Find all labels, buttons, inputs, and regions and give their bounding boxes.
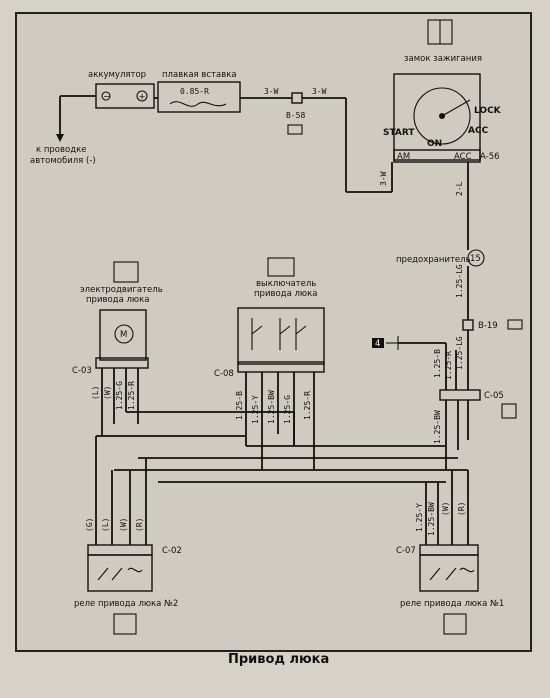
motor-label-1: электродвигатель — [80, 285, 163, 295]
ignition-lock-label: LOCK — [474, 106, 502, 116]
connector-c08-label: C-08 — [214, 369, 234, 379]
ground-4-badge — [372, 338, 384, 348]
connector-b19-label: B-19 — [478, 321, 498, 331]
wire-label-relay2-g: (G) — [85, 518, 94, 532]
connector-a56-body — [393, 149, 481, 163]
fuse-link-label: плавкая вставка — [162, 70, 237, 80]
battery-minus-sign: − — [103, 92, 110, 102]
wire-label-125lg-b: 1.25-LG — [455, 336, 464, 370]
wire-label-relay2-r: (R) — [135, 518, 144, 532]
wire-label-motor-125r: 1.25-R — [127, 381, 136, 410]
wire-label-125lg-a: 1.25-LG — [455, 264, 464, 298]
wire-label-3w-a: 3-W — [264, 87, 279, 96]
ignition-switch-box — [393, 73, 481, 161]
ignition-am-label: AM — [397, 152, 410, 162]
wire-label-125r-right: 1.25-R — [444, 351, 453, 380]
wire-label-2l: 2-L — [455, 181, 464, 196]
connector-b19-icon — [507, 319, 523, 330]
wire-label-relay1-125y: 1.25-Y — [415, 503, 424, 532]
motor-connector-icon — [113, 261, 139, 283]
wire-label-switch-125r: 1.25-R — [303, 391, 312, 420]
switch-box — [237, 307, 325, 365]
fuse-15-circle — [467, 249, 485, 267]
relay2-label: реле привода люка №2 — [74, 599, 178, 609]
connector-c08-body — [237, 361, 325, 373]
motor-box — [99, 309, 147, 361]
fuse-label: предохранитель — [396, 255, 471, 265]
battery-label: аккумулятор — [88, 70, 146, 80]
connector-c05-icon — [501, 403, 517, 419]
ignition-start-label: START — [383, 128, 415, 138]
wire-label-relay1-r: (R) — [457, 502, 466, 516]
battery-plus-sign: + — [139, 93, 146, 103]
ground-4-number: 4 — [375, 339, 380, 349]
battery-minus-terminal — [101, 91, 111, 101]
wire-label-3w-b: 3-W — [312, 87, 327, 96]
connector-c05-body — [439, 389, 481, 401]
wire-label-relay1-w: (W) — [441, 502, 450, 516]
connector-b19-body — [462, 319, 474, 331]
wire-label-switch-125g: 1.25-G — [283, 395, 292, 424]
connector-c02-body — [87, 544, 153, 556]
wire-label-switch-125b: 1.25-B — [235, 391, 244, 420]
ignition-switch-wiper — [441, 99, 471, 117]
connector-c05-label: C-05 — [484, 391, 504, 401]
relay1-box — [419, 554, 479, 592]
motor-symbol-letter: M — [120, 330, 127, 340]
battery-plus-terminal — [136, 90, 148, 102]
connector-c03-label: C-03 — [72, 366, 92, 376]
motor-symbol — [114, 324, 134, 344]
wire-label-motor-l: (L) — [91, 386, 100, 400]
switch-contacts — [251, 318, 307, 350]
relay1-contacts — [429, 567, 475, 581]
ignition-switch-label: замок зажигания — [404, 54, 482, 64]
ignition-switch-pivot — [439, 113, 445, 119]
connector-a56-label: A-56 — [480, 152, 500, 162]
connector-c07-body — [419, 544, 479, 556]
to-wiring-label-2: автомобиля (-) — [30, 156, 96, 166]
ignition-acc-label: ACC — [468, 126, 489, 136]
ground-arrow-icon — [56, 134, 64, 142]
fuse-15-number: 15 — [470, 254, 481, 264]
wire-label-relay2-w: (W) — [119, 518, 128, 532]
ignition-acc-term-label: ACC — [454, 152, 472, 162]
relay1-label: реле привода люка №1 — [400, 599, 504, 609]
connector-c07-label: C-07 — [396, 546, 416, 556]
to-wiring-label: к проводке — [36, 145, 86, 155]
relay2-box — [87, 554, 153, 592]
wire-label-switch-125y: 1.25-Y — [251, 395, 260, 424]
fuse-link-box — [157, 81, 241, 113]
connector-b58-label: B-58 — [286, 111, 305, 120]
wire-label-motor-125g: 1.25-G — [115, 381, 124, 410]
connector-b58-icon — [287, 124, 303, 135]
fuse-link-element — [169, 101, 227, 107]
ignition-switch-dial — [413, 87, 471, 145]
switch-label-1: выключатель — [256, 279, 316, 289]
wire-label-relay2-l: (L) — [101, 518, 110, 532]
connector-b58-body — [291, 92, 303, 104]
wire-label-switch-125bw: 1.25-BW — [267, 390, 276, 424]
relay2-connector-icon — [113, 613, 137, 635]
wire-label-motor-w: (W) — [103, 386, 112, 400]
connector-c02-label: C-02 — [162, 546, 182, 556]
wire-label-relay1-125bw: 1.25-BW — [427, 502, 436, 536]
wire-label-125bw-right: 1.25-BW — [433, 410, 442, 444]
ignition-on-label: ON — [427, 139, 442, 149]
relay2-contacts — [97, 567, 143, 581]
wire-label-125b-right: 1.25-B — [433, 349, 442, 378]
switch-connector-icon — [267, 257, 295, 277]
switch-label-2: привода люка — [254, 289, 317, 299]
connector-c03-body — [95, 357, 149, 369]
diagram-title: Привод люка — [228, 652, 329, 667]
wire-label-3w-c: 3-W — [379, 171, 388, 186]
fuse-link-rating: 0.85-R — [180, 87, 209, 96]
motor-label-2: привода люка — [86, 295, 149, 305]
relay1-connector-icon — [443, 613, 467, 635]
